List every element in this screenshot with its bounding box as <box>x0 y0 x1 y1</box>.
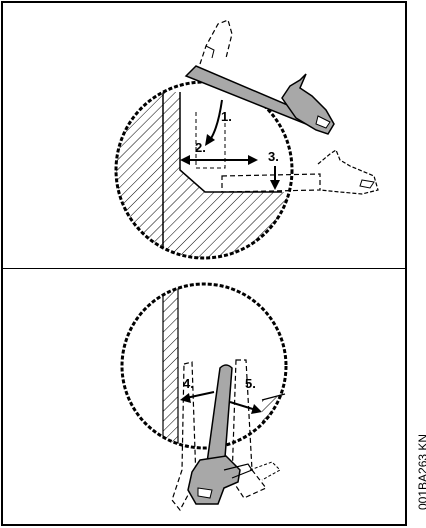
arrow-3-head <box>270 180 280 190</box>
saw-handle-2 <box>223 463 253 479</box>
bottom-panel: 4. 5. <box>120 282 288 512</box>
arrow-4-head <box>180 393 191 403</box>
ghost-saw-left <box>171 361 197 512</box>
top-panel: 1. 2. 3. <box>114 19 379 260</box>
back-edge-bottom <box>261 393 286 401</box>
saw-grip-2 <box>197 487 213 499</box>
plunge-path <box>195 112 226 169</box>
figure-code: 001BA263 KN <box>416 433 426 510</box>
hatched-wood-top <box>116 92 292 258</box>
step-label-3: 3. <box>268 149 279 164</box>
step-label-4: 4. <box>183 376 194 391</box>
chainsaw-plunge <box>184 19 335 135</box>
arrow-4 <box>185 391 215 399</box>
ghost-handle <box>359 179 375 189</box>
hatched-hinge-bottom <box>162 284 179 448</box>
step-label-1: 1. <box>221 109 232 124</box>
step-label-5: 5. <box>245 376 256 391</box>
guide-bar-2 <box>205 364 233 471</box>
figure-border <box>1 1 407 526</box>
arrow-5-head <box>251 404 262 414</box>
ghost-body <box>317 149 379 195</box>
saw-body-2 <box>187 455 241 505</box>
hatched-back-bottom <box>262 394 286 448</box>
arrow-2-head-right <box>248 155 258 165</box>
ghost-saw-right-detail <box>249 461 281 481</box>
arrow-2-head-left <box>180 155 190 165</box>
panel-divider <box>1 268 407 269</box>
step-label-2: 2. <box>195 140 206 155</box>
chainsaw-horizontal-ghost <box>221 149 379 195</box>
arrow-5 <box>229 401 257 411</box>
saw-ghost-detail-1 <box>205 45 215 59</box>
cut-edge-top <box>179 92 282 193</box>
trunk-circle-bottom <box>120 282 288 450</box>
arrow-1-head <box>205 134 215 146</box>
saw-handle-1 <box>315 115 331 129</box>
saw-ghost-1 <box>199 19 233 65</box>
chainsaw-vertical <box>187 364 253 505</box>
